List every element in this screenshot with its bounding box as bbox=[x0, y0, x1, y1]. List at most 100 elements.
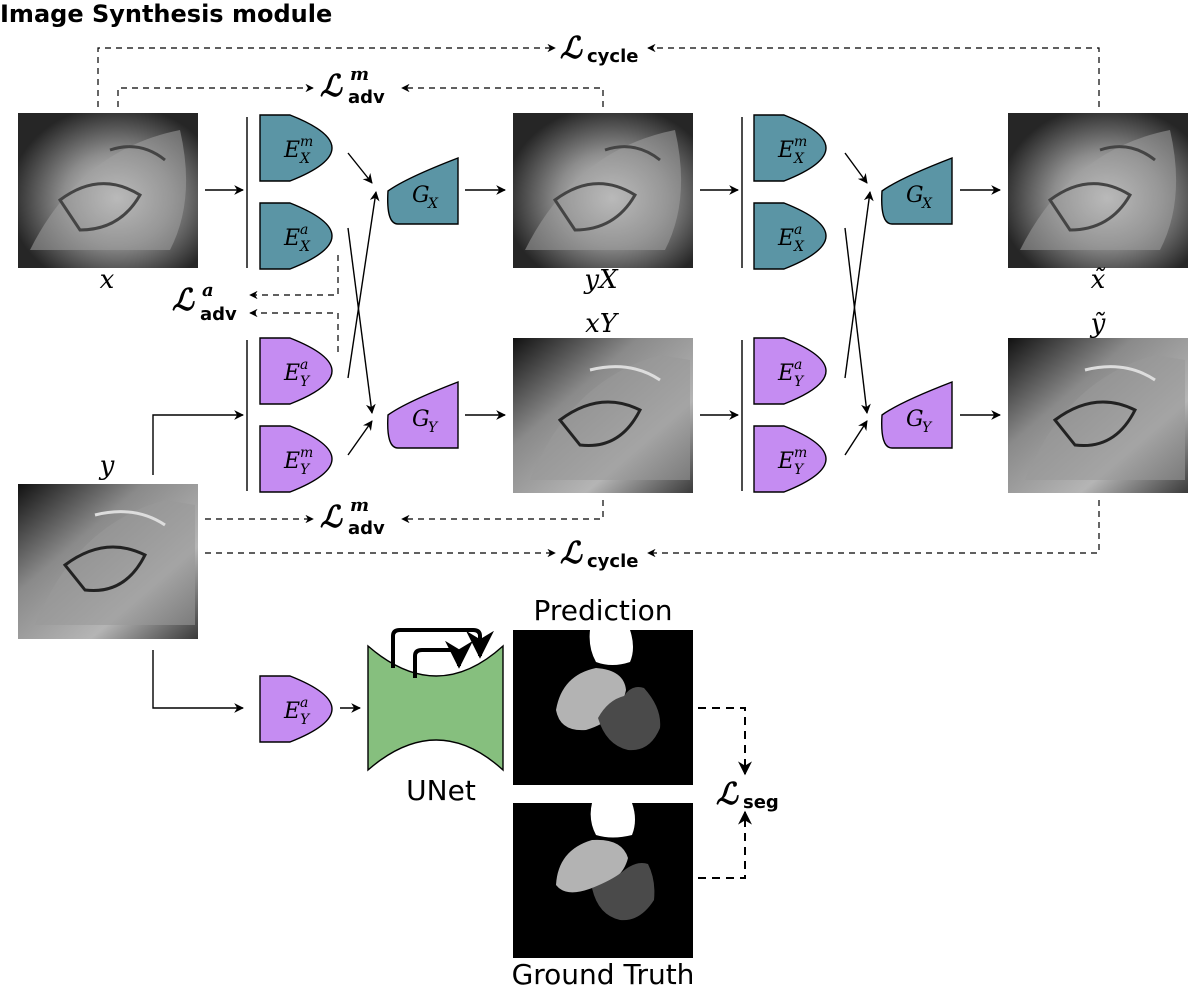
loss-adv-m-top-sup: m bbox=[350, 64, 369, 85]
encoder-label-base: E bbox=[283, 361, 300, 386]
generator-shape bbox=[387, 380, 459, 449]
encoder-label-sub: Y bbox=[300, 374, 311, 390]
unet-block bbox=[367, 628, 504, 772]
seg-dashed-arrows bbox=[698, 707, 752, 879]
encoder-label-sup: m bbox=[300, 134, 313, 150]
unet-skip-inner bbox=[413, 640, 473, 678]
image-y-tilde bbox=[1008, 338, 1188, 493]
encoder-shape bbox=[259, 675, 333, 743]
generator-label-base: G bbox=[412, 183, 430, 208]
generator-label-base: G bbox=[906, 407, 924, 432]
loss-adv-m-bottom-sub: adv bbox=[348, 518, 385, 539]
ground-truth-label: Ground Truth bbox=[512, 958, 695, 986]
encoder-label-sup: m bbox=[794, 445, 807, 461]
encoder-shape bbox=[259, 202, 333, 270]
encoder-label-base: E bbox=[777, 226, 794, 251]
generator-g-x-2: GX bbox=[881, 156, 953, 225]
encoder-label-sub: X bbox=[793, 239, 805, 255]
generator-label-base: G bbox=[906, 183, 924, 208]
encoder-label-sup: m bbox=[300, 445, 313, 461]
loss-adv-m-bottom: ℒ m adv bbox=[320, 495, 385, 539]
ground-truth-mask bbox=[513, 803, 693, 958]
label-x-y: xY bbox=[585, 309, 620, 339]
label-y-x: yX bbox=[583, 265, 619, 295]
prediction-label: Prediction bbox=[533, 594, 672, 627]
encoder-label-base: E bbox=[777, 361, 794, 386]
unet-shape bbox=[367, 644, 504, 772]
generator-g-x-0: GX bbox=[387, 156, 459, 225]
loss-seg-base: ℒ bbox=[716, 777, 739, 812]
generator-g-y-3: GY bbox=[881, 380, 953, 449]
unet-skip-outer bbox=[391, 628, 494, 668]
encoder-shape bbox=[753, 202, 827, 270]
encoder-label-base: E bbox=[283, 138, 300, 163]
encoder-label-base: E bbox=[283, 226, 300, 251]
generator-g-y-1: GY bbox=[387, 380, 459, 449]
encoder-label-sub: X bbox=[299, 151, 311, 167]
loss-cycle-bottom-sub: cycle bbox=[587, 551, 638, 572]
encoder-label-sub: X bbox=[299, 239, 311, 255]
encoder-label-sup: a bbox=[300, 357, 308, 373]
loss-adv-a-base: ℒ bbox=[172, 283, 195, 318]
encoder-shape bbox=[259, 114, 333, 182]
generator-label-base: G bbox=[412, 407, 430, 432]
generator-label-sub: X bbox=[427, 196, 439, 212]
generator-label-sub: X bbox=[921, 196, 933, 212]
encoder-shape bbox=[753, 337, 827, 405]
loss-seg: ℒ seg bbox=[716, 777, 779, 813]
generator-label-sub: Y bbox=[428, 420, 439, 436]
prediction-mask bbox=[513, 630, 693, 785]
loss-cycle-bottom-base: ℒ bbox=[560, 536, 583, 571]
label-x: x bbox=[100, 265, 115, 295]
loss-adv-a-sub: adv bbox=[200, 304, 237, 325]
loss-cycle-top-sub: cycle bbox=[587, 46, 638, 67]
image-y bbox=[18, 484, 198, 639]
loss-adv-m-top: ℒ m adv bbox=[320, 64, 385, 108]
solid-arrows bbox=[152, 152, 1001, 713]
loss-seg-sub: seg bbox=[743, 792, 779, 813]
encoder-label-base: E bbox=[777, 138, 794, 163]
encoder-label-sub: Y bbox=[794, 462, 805, 478]
encoder-label-sup: a bbox=[300, 695, 308, 711]
encoder-label-base: E bbox=[777, 449, 794, 474]
encoder-label-base: E bbox=[283, 699, 300, 724]
encoder-shape bbox=[259, 337, 333, 405]
encoder-label-sub: Y bbox=[794, 374, 805, 390]
encoder-label-sup: a bbox=[300, 222, 308, 238]
encoder-shape bbox=[753, 425, 827, 493]
image-x-tilde bbox=[1008, 113, 1188, 268]
generator-shape bbox=[881, 380, 953, 449]
encoder-label-base: E bbox=[283, 449, 300, 474]
image-y-x bbox=[513, 113, 693, 268]
loss-cycle-bottom: ℒ cycle bbox=[560, 536, 638, 572]
encoder-label-sub: X bbox=[793, 151, 805, 167]
generator-label-sub: Y bbox=[922, 420, 933, 436]
label-y: y bbox=[99, 451, 115, 481]
image-x bbox=[18, 113, 198, 268]
encoder-label-sup: a bbox=[794, 357, 802, 373]
encoder-label-sup: a bbox=[794, 222, 802, 238]
loss-cycle-top-base: ℒ bbox=[560, 31, 583, 66]
encoder-shape bbox=[259, 425, 333, 493]
loss-adv-m-top-sub: adv bbox=[348, 87, 385, 108]
image-x-y bbox=[513, 338, 693, 493]
loss-adv-a-sup: a bbox=[202, 280, 214, 301]
label-x-tilde: x̃ bbox=[1091, 265, 1106, 295]
dashed-arrows bbox=[97, 43, 1100, 558]
label-y-tilde: ỹ bbox=[1090, 309, 1106, 339]
loss-adv-m-top-base: ℒ bbox=[320, 69, 343, 104]
generator-shape bbox=[881, 156, 953, 225]
loss-cycle-top: ℒ cycle bbox=[560, 31, 638, 67]
